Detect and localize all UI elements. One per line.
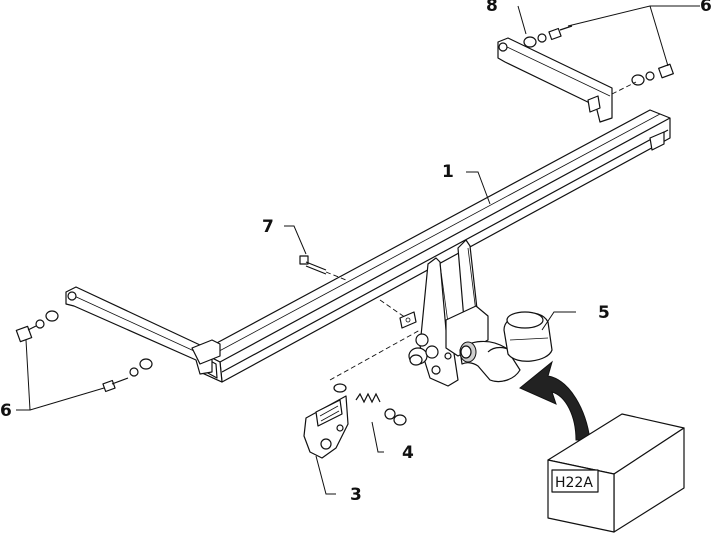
callout-4: 4 [402,443,414,463]
callout-7: 7 [262,217,274,237]
callout-3: 3 [350,485,362,505]
callout-8: 8 [486,0,498,16]
left-mounting-bracket [65,286,221,375]
box-label: H22A [555,475,593,491]
socket-bracket [303,395,349,459]
top-bolts [523,25,674,95]
tow-ball-assembly [459,311,553,383]
callout-5: 5 [598,303,610,323]
callout-6-top: 6 [700,0,712,16]
right-mounting-bracket [497,37,613,123]
package-box-icon [547,413,685,533]
spring-and-washers [329,329,421,426]
center-bolt [299,255,347,281]
hitch-nuts [408,333,439,366]
curved-arrow-icon [519,360,591,441]
left-bolts [15,310,153,393]
leader-lines [16,5,700,495]
callout-1: 1 [442,162,454,182]
callout-6-left: 6 [0,401,12,421]
